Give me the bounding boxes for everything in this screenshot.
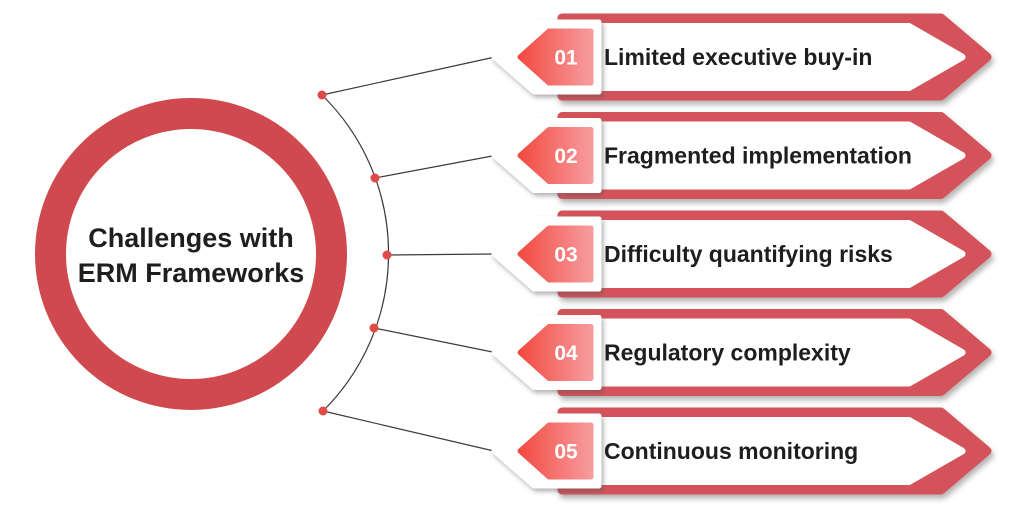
item-number: 03 — [554, 244, 577, 267]
challenge-item-5: 05 Continuous monitoring — [491, 407, 992, 495]
connector-line-3 — [386, 253, 496, 256]
connector-dot-1 — [317, 90, 327, 100]
connector-dot-4 — [369, 323, 379, 333]
badge-number-shape — [517, 28, 594, 86]
item-number: 04 — [554, 342, 578, 365]
connector-line-2 — [374, 154, 496, 179]
topic-ring — [35, 98, 347, 410]
topic-title-line1: Challenges with — [88, 223, 294, 253]
item-number: 02 — [554, 145, 577, 168]
topic-title-line2: ERM Frameworks — [78, 258, 305, 288]
connector-group — [317, 56, 497, 453]
badge-number-shape — [517, 422, 594, 480]
challenge-item-4: 04 Regulatory complexity — [491, 309, 992, 396]
connector-line-4 — [373, 327, 496, 354]
badge-number-shape — [517, 324, 594, 381]
challenge-item-1: 01 Limited executive buy-in — [491, 13, 992, 101]
challenge-item-3: 03 Difficulty quantifying risks — [491, 210, 992, 298]
badge-number-shape — [517, 225, 594, 283]
connector-dot-5 — [318, 406, 328, 416]
challenge-item-2: 02 Fragmented implementation — [491, 112, 992, 199]
item-label: Difficulty quantifying risks — [604, 241, 893, 267]
item-number: 01 — [554, 47, 578, 70]
connector-line-1 — [321, 56, 496, 96]
central-topic-circle: Challenges with ERM Frameworks — [35, 98, 347, 410]
connector-dot-2 — [370, 173, 380, 183]
connector-dot-3 — [382, 250, 392, 260]
item-label: Continuous monitoring — [604, 438, 858, 464]
connector-line-5 — [322, 410, 497, 453]
badge-number-shape — [517, 127, 594, 184]
item-label: Regulatory complexity — [604, 340, 851, 366]
item-label: Fragmented implementation — [604, 143, 912, 169]
item-number: 05 — [554, 441, 578, 464]
item-label: Limited executive buy-in — [604, 44, 872, 70]
